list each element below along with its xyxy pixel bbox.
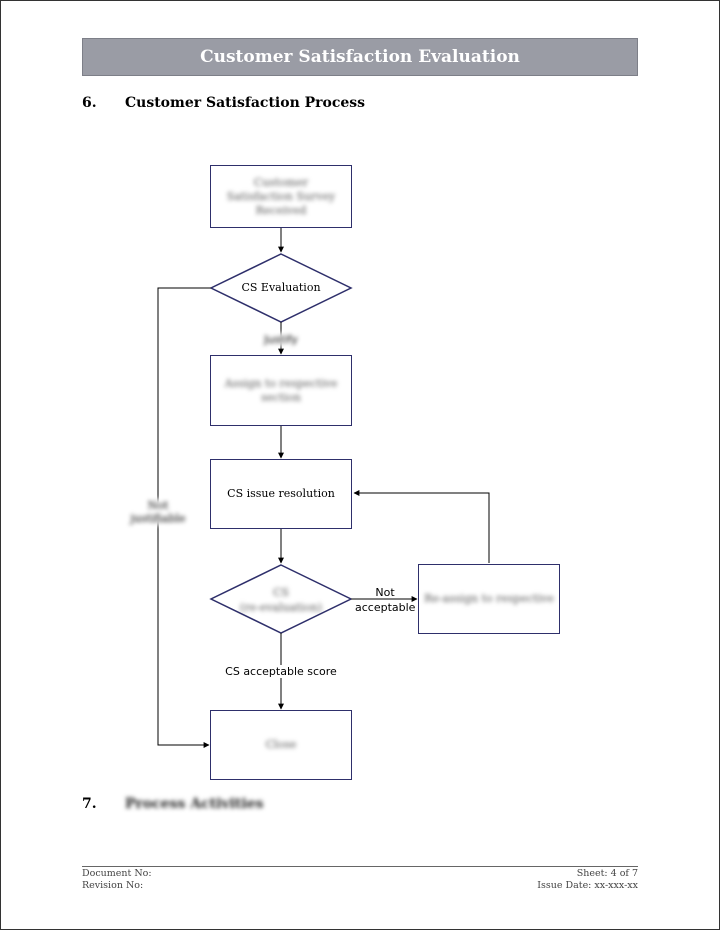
resolution-box: CS issue resolution — [210, 459, 352, 529]
document-title: Customer Satisfaction Evaluation — [200, 47, 520, 67]
decision-2-line-1: CS — [273, 586, 289, 599]
section-6-number: 6. — [82, 95, 97, 111]
label-justify: Justify — [258, 333, 304, 346]
footer-document-no: Document No: — [82, 868, 152, 879]
close-box-label: Close — [265, 738, 297, 751]
start-box: Customer Satisfaction Survey Received — [210, 165, 352, 228]
label-not-justifiable: Not justifiable — [128, 499, 188, 525]
decision-1-label: CS Evaluation — [241, 281, 321, 294]
assign-box: Assign to respective section — [210, 355, 352, 426]
footer-issue-date: Issue Date: xx-xxx-xx — [537, 880, 638, 891]
section-6-title: Customer Satisfaction Process — [125, 95, 366, 111]
footer-revision-no: Revision No: — [82, 880, 144, 891]
label-not-acceptable-line-2: acceptable — [355, 601, 416, 614]
label-acceptable-score: CS acceptable score — [211, 665, 351, 678]
decision-cs-reevaluation — [209, 564, 353, 634]
footer-sheet: Sheet: 4 of 7 — [576, 868, 638, 879]
section-7-number: 7. — [82, 796, 97, 812]
arrow-reassign-to-resolution — [353, 490, 490, 563]
close-box: Close — [210, 710, 352, 780]
decision-2-line-2: (re-evaluation) — [239, 601, 323, 614]
reassign-box: Re-assign to respective — [418, 564, 560, 634]
resolution-box-label: CS issue resolution — [227, 487, 335, 500]
document-title-bar: Customer Satisfaction Evaluation — [82, 38, 638, 76]
start-box-label: Customer Satisfaction Survey Received — [226, 175, 336, 217]
label-not-acceptable-line-1: Not — [375, 586, 395, 599]
section-7-title: Process Activities — [125, 796, 264, 812]
footer-divider — [82, 866, 638, 867]
assign-box-label: Assign to respective section — [224, 376, 338, 404]
reassign-box-label: Re-assign to respective — [424, 592, 554, 605]
